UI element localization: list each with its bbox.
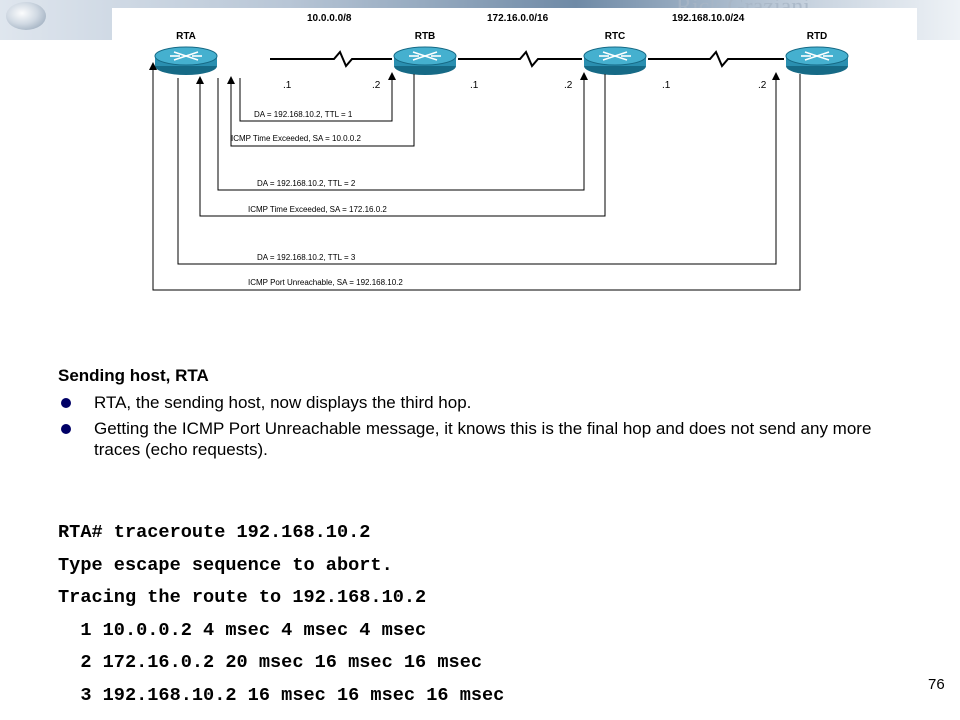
cli-line: 2 172.16.0.2 20 msec 16 msec 16 msec bbox=[58, 652, 483, 674]
trace-label: ICMP Time Exceeded, SA = 10.0.0.2 bbox=[231, 134, 361, 143]
banner-disc-image bbox=[6, 2, 46, 30]
router-label: RTA bbox=[176, 31, 196, 42]
trace-arrow-ttl1 bbox=[239, 74, 393, 122]
interface-label: .2 bbox=[372, 80, 381, 91]
router-icon-rta bbox=[154, 46, 218, 76]
router-icon-rtc bbox=[583, 46, 647, 76]
arrowhead-icon bbox=[196, 76, 204, 84]
router-label: RTC bbox=[605, 31, 626, 42]
trace-label: ICMP Port Unreachable, SA = 192.168.10.2 bbox=[248, 278, 403, 287]
bullet-item: Getting the ICMP Port Unreachable messag… bbox=[58, 418, 908, 460]
trace-label: ICMP Time Exceeded, SA = 172.16.0.2 bbox=[248, 205, 387, 214]
interface-label: .1 bbox=[283, 80, 292, 91]
serial-link-icon bbox=[458, 50, 582, 68]
interface-label: .1 bbox=[662, 80, 671, 91]
section-heading: Sending host, RTA bbox=[58, 366, 209, 385]
arrowhead-icon bbox=[227, 76, 235, 84]
serial-link-icon bbox=[648, 50, 784, 68]
bullet-dot-icon bbox=[61, 398, 71, 408]
arrowhead-icon bbox=[149, 62, 157, 70]
bullet-dot-icon bbox=[61, 424, 71, 434]
interface-label: .2 bbox=[564, 80, 573, 91]
router-label: RTB bbox=[415, 31, 436, 42]
cli-line: 1 10.0.0.2 4 msec 4 msec 4 msec bbox=[58, 619, 427, 641]
interface-label: .1 bbox=[470, 80, 479, 91]
router-icon-rtb bbox=[393, 46, 457, 76]
trace-label: DA = 192.168.10.2, TTL = 2 bbox=[257, 179, 356, 188]
trace-label: DA = 192.168.10.2, TTL = 3 bbox=[257, 253, 356, 262]
cli-line: 3 192.168.10.2 16 msec 16 msec 16 msec bbox=[58, 684, 505, 706]
bullet-item: RTA, the sending host, now displays the … bbox=[58, 392, 908, 413]
router-icon-rtd bbox=[785, 46, 849, 76]
trace-arrow-ttl2 bbox=[217, 74, 585, 191]
arrowhead-icon bbox=[388, 72, 396, 80]
router-label: RTD bbox=[807, 31, 828, 42]
text-block: Sending host, RTA RTA, the sending host,… bbox=[58, 366, 908, 465]
arrowhead-icon bbox=[772, 72, 780, 80]
serial-link-icon bbox=[270, 50, 392, 68]
network-label: 192.168.10.0/24 bbox=[672, 13, 745, 24]
trace-label: DA = 192.168.10.2, TTL = 1 bbox=[254, 110, 353, 119]
trace-return-arrow-2 bbox=[199, 74, 606, 217]
bullet-list: RTA, the sending host, now displays the … bbox=[58, 392, 908, 460]
page-number: 76 bbox=[928, 676, 945, 693]
bullet-text: Getting the ICMP Port Unreachable messag… bbox=[94, 419, 872, 459]
trace-arrow-ttl3 bbox=[177, 74, 777, 265]
cli-line: RTA# traceroute 192.168.10.2 bbox=[58, 522, 371, 543]
diagram-panel bbox=[112, 8, 917, 40]
network-label: 172.16.0.0/16 bbox=[487, 13, 549, 24]
trace-return-arrow-3 bbox=[152, 64, 801, 291]
network-label: 10.0.0.0/8 bbox=[307, 13, 352, 24]
traceroute-diagram: 10.0.0.0/8 172.16.0.0/16 192.168.10.0/24… bbox=[149, 13, 849, 291]
interface-label: .2 bbox=[758, 80, 767, 91]
trace-return-arrow-1 bbox=[230, 74, 415, 147]
cli-line: Type escape sequence to abort. bbox=[58, 554, 393, 576]
cli-line: Tracing the route to 192.168.10.2 bbox=[58, 587, 427, 609]
arrowhead-icon bbox=[580, 72, 588, 80]
bullet-text: RTA, the sending host, now displays the … bbox=[94, 393, 472, 412]
